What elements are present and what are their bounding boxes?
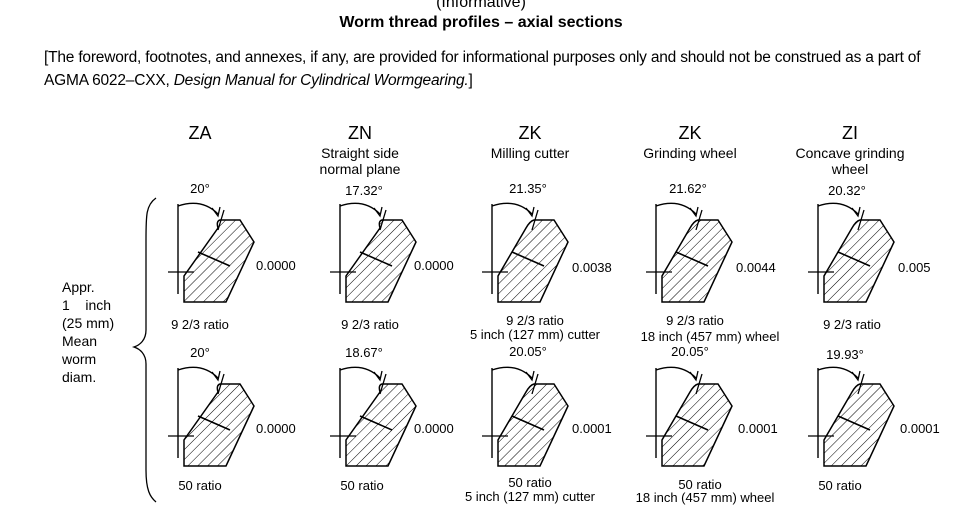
row-brace — [131, 197, 157, 503]
tool-label: 18 inch (457 mm) wheel — [640, 329, 780, 344]
pressure-angle-label: 21.35° — [509, 181, 547, 196]
ratio-label: 9 2/3 ratio — [823, 317, 881, 332]
deviation-value: 0.0000 — [256, 258, 296, 273]
deviation-pointer — [511, 251, 545, 267]
flank-tick — [695, 209, 703, 231]
tool-label: 18 inch (457 mm) wheel — [635, 490, 775, 505]
profile-type-label: ZK — [518, 123, 542, 143]
pressure-angle-label: 17.32° — [345, 183, 383, 198]
tool-label: 5 inch (127 mm) cutter — [469, 327, 601, 342]
deviation-value: 0.0001 — [572, 421, 612, 436]
foreword-note: [The foreword, footnotes, and annexes, i… — [44, 46, 934, 92]
ratio-label: 50 ratio — [678, 477, 722, 492]
deviation-pointer — [197, 415, 231, 431]
deviation-pointer — [359, 415, 393, 431]
informative-label: (Informative) — [436, 0, 526, 11]
pressure-angle-label: 18.67° — [345, 345, 383, 360]
flank-tick — [857, 373, 865, 395]
ratio-label: 50 ratio — [178, 478, 222, 493]
row-side-label: Appr. 1 inch (25 mm) Mean worm diam. — [62, 279, 115, 385]
deviation-value: 0.0000 — [256, 421, 296, 436]
flank-tick — [379, 373, 387, 395]
flank-tick — [695, 373, 703, 395]
arrow-head — [373, 370, 383, 382]
arrow-head — [851, 206, 861, 218]
deviation-value: 0.0038 — [572, 260, 612, 275]
note-close: ] — [468, 72, 473, 89]
pressure-angle-label: 19.93° — [826, 347, 864, 362]
arrow-head — [851, 370, 861, 382]
profile-subtitle: Milling cutter — [490, 145, 570, 161]
deviation-pointer — [675, 251, 709, 267]
figure-title: Worm thread profiles – axial sections — [339, 14, 623, 31]
note-manual-title: Design Manual for Cylindrical Wormgearin… — [173, 72, 469, 89]
profile-subtitle: Straight side normal plane — [319, 145, 401, 177]
ratio-label: 9 2/3 ratio — [506, 313, 564, 328]
arrow-head — [689, 206, 699, 218]
pressure-angle-label: 20.32° — [828, 183, 866, 198]
deviation-value: 0.0001 — [900, 421, 940, 436]
pressure-angle-label: 20° — [190, 345, 210, 360]
profile-type-label: ZK — [678, 123, 702, 143]
profile-type-label: ZA — [188, 123, 212, 143]
ratio-label: 50 ratio — [818, 478, 862, 493]
arrow-head — [373, 206, 383, 218]
deviation-value: 0.0044 — [736, 260, 776, 275]
deviation-value: 0.0000 — [414, 421, 454, 436]
tool-label: 5 inch (127 mm) cutter — [464, 489, 596, 504]
pressure-angle-label: 20.05° — [671, 344, 709, 359]
note-text: [The foreword, footnotes, and annexes, i… — [44, 49, 921, 89]
ratio-label: 9 2/3 ratio — [341, 317, 399, 332]
profile-type-label: ZN — [348, 123, 372, 143]
pressure-angle-label: 20° — [190, 181, 210, 196]
deviation-pointer — [511, 415, 545, 431]
deviation-pointer — [837, 415, 871, 431]
deviation-value: 0.0000 — [414, 258, 454, 273]
flank-tick — [217, 373, 225, 395]
deviation-value: 0.0001 — [738, 421, 778, 436]
flank-tick — [531, 373, 539, 395]
deviation-pointer — [675, 415, 709, 431]
profile-subtitle: Concave grinding wheel — [795, 145, 905, 177]
profile-type-label: ZI — [842, 123, 858, 143]
deviation-value: 0.005 — [898, 260, 931, 275]
arrow-head — [689, 370, 699, 382]
deviation-pointer — [197, 251, 231, 267]
arrow-head — [525, 370, 535, 382]
pressure-angle-label: 20.05° — [509, 344, 547, 359]
ratio-label: 50 ratio — [340, 478, 384, 493]
flank-tick — [857, 209, 865, 231]
arrow-head — [525, 206, 535, 218]
flank-tick — [531, 209, 539, 231]
deviation-pointer — [359, 251, 393, 267]
ratio-label: 9 2/3 ratio — [171, 317, 229, 332]
profile-subtitle: Grinding wheel — [643, 145, 737, 161]
flank-tick — [217, 209, 225, 231]
arrow-head — [211, 206, 221, 218]
ratio-label: 50 ratio — [508, 475, 552, 490]
pressure-angle-label: 21.62° — [669, 181, 707, 196]
deviation-pointer — [837, 251, 871, 267]
arrow-head — [211, 370, 221, 382]
ratio-label: 9 2/3 ratio — [666, 313, 724, 328]
flank-tick — [379, 209, 387, 231]
